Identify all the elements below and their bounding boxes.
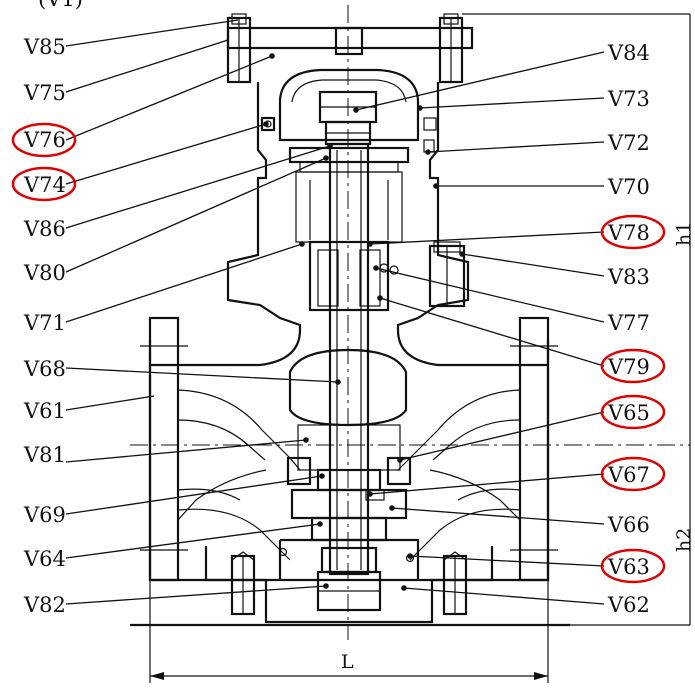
- bolt-left-top: [226, 13, 252, 84]
- top-boss: [334, 26, 364, 56]
- dimension-lines: [149, 13, 691, 683]
- left-labels: V85 V75 V76 V74 V86 V80 V71 V68 V61 V81 …: [23, 35, 66, 617]
- label-V63: V63: [607, 555, 650, 579]
- flow-passage-lower: [177, 469, 521, 561]
- bolt-left-bottom: [230, 551, 256, 616]
- bottom-cover: [204, 538, 494, 624]
- highlight-V79: [600, 348, 666, 384]
- label-V79: V79: [607, 355, 650, 379]
- label-V66: V66: [607, 513, 650, 537]
- highlight-V67: [600, 456, 666, 492]
- dim-L: L: [341, 651, 354, 673]
- label-V77: V77: [607, 311, 650, 335]
- label-V82: V82: [23, 593, 66, 617]
- bonnet-bolt-right: [428, 241, 466, 308]
- label-V75: V75: [23, 81, 66, 105]
- right-labels: V84 V73 V72 V70 V78 V83 V77 V79 V65 V67 …: [607, 41, 650, 617]
- label-V78: V78: [607, 221, 650, 245]
- plug-lower: [290, 488, 408, 520]
- highlight-V76: [11, 122, 77, 158]
- label-V74: V74: [23, 173, 66, 197]
- label-V81: V81: [23, 443, 66, 467]
- stem-guide: [295, 171, 403, 243]
- label-V85: V85: [23, 35, 66, 59]
- bonnet-outline: [226, 82, 470, 330]
- highlight-V78: [600, 214, 666, 250]
- label-V68: V68: [23, 357, 66, 381]
- label-V67: V67: [607, 463, 650, 487]
- label-V72: V72: [607, 131, 650, 155]
- highlight-V65: [600, 394, 666, 430]
- label-V76: V76: [23, 128, 66, 152]
- lower-guide: [297, 424, 401, 471]
- diaphragm-case: [278, 68, 420, 142]
- piston-plate: [288, 146, 410, 164]
- label-V65: V65: [607, 401, 650, 425]
- highlight-V74: [11, 166, 77, 202]
- packing-box: [308, 240, 390, 312]
- top-plate: [226, 26, 474, 50]
- bolt-right-top: [438, 13, 464, 84]
- label-V80: V80: [23, 261, 66, 285]
- label-V86: V86: [23, 217, 66, 241]
- top-note: (V1): [38, 0, 83, 11]
- label-V83: V83: [607, 265, 650, 289]
- flange-right: [518, 316, 550, 582]
- dim-h1: h1: [673, 222, 695, 246]
- flange-left: [148, 316, 180, 582]
- dim-h2: h2: [673, 528, 695, 552]
- valve-body-drawing: [130, 5, 690, 640]
- label-V84: V84: [607, 41, 650, 65]
- highlight-marks: [11, 122, 666, 584]
- seat-cavity: [288, 348, 408, 427]
- label-V71: V71: [23, 311, 66, 335]
- bolt-right-bottom: [442, 551, 468, 616]
- highlight-V63: [600, 548, 666, 584]
- leader-lines: [65, 19, 605, 605]
- plug: [316, 468, 382, 492]
- flow-passage-upper: [177, 389, 521, 471]
- label-V73: V73: [607, 87, 650, 111]
- label-V69: V69: [23, 503, 66, 527]
- label-V64: V64: [23, 547, 66, 571]
- stem-nut-bottom: [316, 546, 382, 612]
- label-V70: V70: [607, 175, 650, 199]
- label-V61: V61: [23, 399, 66, 423]
- valve-stem: [328, 142, 370, 576]
- label-V62: V62: [607, 593, 650, 617]
